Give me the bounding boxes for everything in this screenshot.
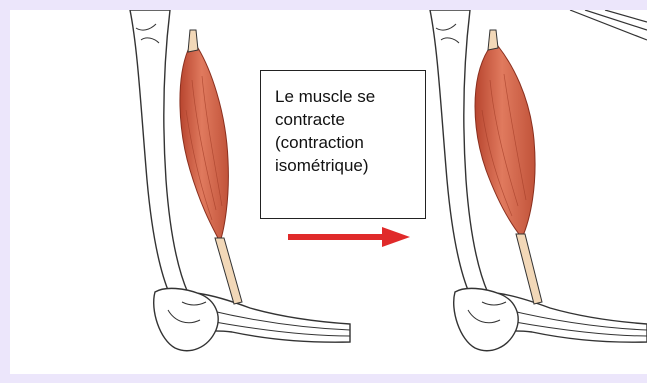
left-humerus-bone [130, 10, 188, 295]
caption-line-2: contracte [275, 108, 413, 131]
left-biceps-muscle [180, 48, 228, 242]
right-arm-diagram [430, 10, 647, 351]
diagram-frame: Le muscle se contracte (contraction isom… [10, 10, 647, 374]
right-humerus-bone [430, 10, 488, 295]
right-biceps-muscle [475, 46, 535, 238]
caption-line-1: Le muscle se [275, 85, 413, 108]
right-arrow-icon [286, 225, 412, 249]
right-upper-tendon [488, 30, 498, 50]
top-right-partial-lines [570, 10, 647, 40]
left-lower-tendon [215, 238, 242, 304]
left-upper-tendon [188, 30, 198, 52]
right-lower-tendon [516, 234, 542, 304]
caption-line-4: isométrique) [275, 154, 413, 177]
caption-box: Le muscle se contracte (contraction isom… [260, 70, 426, 219]
caption-line-3: (contraction [275, 131, 413, 154]
